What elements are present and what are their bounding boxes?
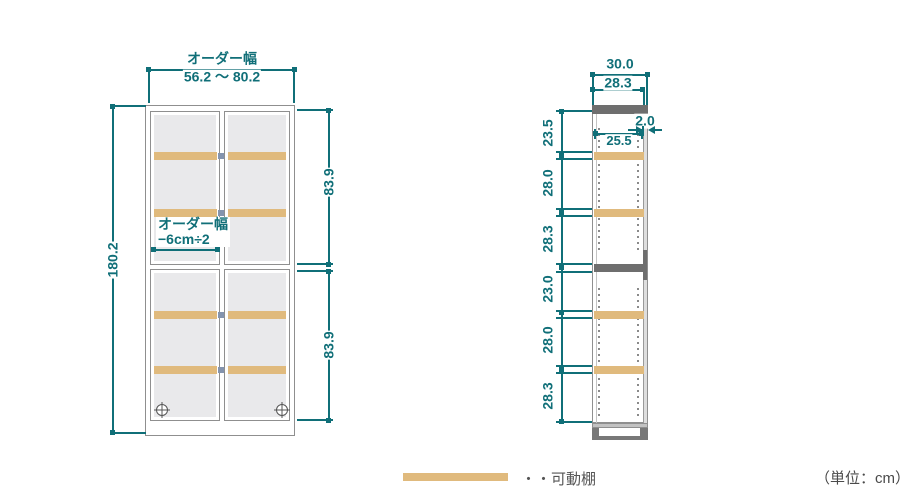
movable-shelf <box>594 209 644 217</box>
front-width-dim-range: 56.2 ～ 80.2 <box>182 68 262 85</box>
extension-line <box>556 158 592 160</box>
extension-line <box>297 419 333 421</box>
extension-line <box>556 317 592 319</box>
side-depth-inner-label: 25.5 <box>605 133 633 149</box>
dim-dot <box>559 153 564 158</box>
side-depth-body-label: 28.3 <box>603 74 633 91</box>
movable-shelf <box>154 209 217 217</box>
dim-arrow <box>636 126 643 134</box>
shelf-pin <box>218 312 224 318</box>
extension-line <box>556 208 592 210</box>
base-board <box>592 423 648 428</box>
movable-shelf <box>154 366 217 374</box>
door-width-formula-line1: オーダー幅 <box>158 216 228 232</box>
dim-dot <box>151 247 156 252</box>
extension-line <box>556 215 592 217</box>
extension-line <box>556 310 592 312</box>
dim-line <box>628 129 638 131</box>
extension-line <box>556 365 592 367</box>
extension-line <box>293 69 295 103</box>
shelf-pin <box>218 153 224 159</box>
dim-dot <box>593 131 598 136</box>
side-depth-outer-label: 30.0 <box>605 55 635 72</box>
front-lower-section-dim-label: 83.9 <box>320 330 337 360</box>
shelf-pin <box>218 210 224 216</box>
pin-holes-column <box>598 128 600 252</box>
side-segment-label-3: 23.0 <box>539 274 556 304</box>
side-segment-label-1: 28.0 <box>539 168 556 198</box>
door-panel <box>228 115 286 261</box>
door-panel <box>228 273 286 417</box>
side-segment-label-4: 28.0 <box>539 325 556 355</box>
extension-line <box>556 372 592 374</box>
unit-label: （単位：cm） <box>815 470 910 487</box>
dim-dot <box>590 87 595 92</box>
base-leg-front <box>592 428 599 440</box>
dim-tick <box>642 126 644 135</box>
door-lower-right <box>224 269 290 421</box>
extension-line <box>556 271 592 273</box>
door-panel <box>154 273 216 417</box>
shelf-pin <box>218 367 224 373</box>
front-upper-section-dim-label: 83.9 <box>320 167 337 197</box>
pin-holes-column <box>637 128 639 252</box>
front-height-dim-label: 180.2 <box>104 241 121 279</box>
dim-dot <box>640 87 645 92</box>
pin-holes-column <box>598 288 600 416</box>
screw-cap-icon <box>276 404 288 416</box>
base-bottom-rail <box>592 436 648 440</box>
door-width-formula: オーダー幅 −6cm÷2 <box>156 217 230 247</box>
movable-shelf <box>154 311 217 319</box>
dim-dot <box>559 210 564 215</box>
dim-dot <box>559 367 564 372</box>
screw-cap-icon <box>156 404 168 416</box>
extension-line <box>297 263 333 265</box>
front-width-dim-label: オーダー幅 <box>186 50 258 67</box>
extension-line <box>148 69 150 103</box>
door-lower-left <box>150 269 220 421</box>
movable-shelf <box>228 209 286 217</box>
movable-shelf <box>228 152 286 160</box>
dim-dot <box>559 265 564 270</box>
extension-line <box>556 263 592 265</box>
extension-line <box>112 432 146 434</box>
extension-line <box>556 110 592 112</box>
movable-shelf <box>594 152 644 160</box>
top-board <box>592 105 648 114</box>
dim-arrow <box>648 126 655 134</box>
movable-shelf <box>594 311 644 319</box>
door-upper-right <box>224 111 290 265</box>
movable-shelf <box>154 152 217 160</box>
dim-line <box>153 249 220 251</box>
base-leg-back <box>640 428 648 440</box>
side-segment-label-0: 23.5 <box>539 118 556 148</box>
extension-line <box>297 109 333 111</box>
extension-line <box>643 89 645 105</box>
movable-shelf <box>228 311 286 319</box>
dim-line <box>595 133 643 135</box>
dim-line <box>593 74 648 76</box>
dim-dot <box>559 310 564 315</box>
side-segment-label-2: 28.3 <box>539 224 556 254</box>
pin-holes-column <box>637 288 639 416</box>
dim-dot <box>639 131 644 136</box>
dim-line <box>653 129 662 131</box>
legend-swatch <box>403 473 508 481</box>
extension-line <box>556 421 592 423</box>
extension-line <box>297 270 333 272</box>
side-back-panel-label: 2.0 <box>634 112 656 129</box>
legend-movable-shelf-label: ・・可動棚 <box>521 471 597 488</box>
extension-line <box>646 74 648 105</box>
movable-shelf <box>594 366 644 374</box>
door-width-formula-line2: −6cm÷2 <box>158 231 210 247</box>
fixed-shelf <box>594 264 647 272</box>
dim-dot <box>215 247 220 252</box>
side-segment-label-5: 28.3 <box>539 381 556 411</box>
extension-line <box>556 151 592 153</box>
movable-shelf <box>228 366 286 374</box>
extension-line <box>112 105 146 107</box>
